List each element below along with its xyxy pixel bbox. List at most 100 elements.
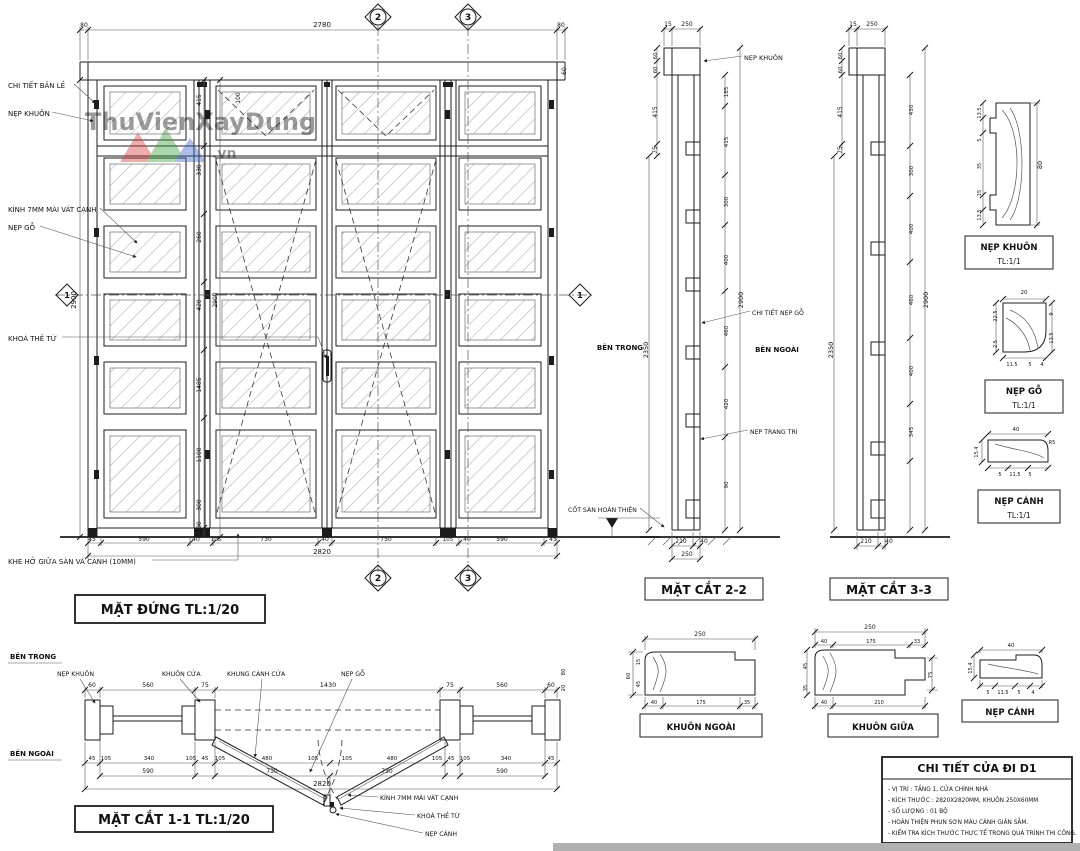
dim-label: 250 [681,21,693,28]
nep-canh-scale: TL:1/1 [1006,511,1031,520]
dim-label: 105 [215,756,226,762]
detail-khuon-ngoai: KHUÔN NGOÀI [628,635,763,738]
section11-title: MẶT CẮT 1-1 TL:1/20 [98,811,250,828]
nep-khuon-title: NẸP KHUÔN [980,241,1037,253]
section-bubble-1: 1 [577,291,583,300]
dim-label: 2900 [212,292,219,307]
dim-label: 2900 [737,292,745,309]
dim-label: 11.5 [997,690,1008,696]
elevation-title-box [74,594,266,624]
dim-label: 730 [260,536,272,543]
callout: KÍNH 7MM MÀI VÁT CẠNH [380,793,459,802]
callout: KHUÔN CỬA [162,669,201,678]
dim-label: 13.5 [1049,332,1055,343]
section-bubble-3: 3 [465,13,471,23]
callout: NẸP KHUÔN [8,109,50,118]
dim-label: 105 [342,756,353,762]
section-3-3: MẶT CẮT 3-3 [829,25,950,601]
dim-label: 105 [101,756,112,762]
dim-label: 75 [652,146,659,154]
callout: KHE HỞ GIỮA SÀN VÀ CÁNH (10MM) [8,556,136,566]
dim-label: 590 [142,768,154,775]
dim-label: 400 [724,254,730,265]
dim-label: 5 [986,690,989,696]
title-block-note: - KIỂM TRA KÍCH THƯỚC THỰC TẾ TRONG QUÁ … [888,829,1077,837]
section-bubble-2: 2 [375,13,381,23]
dim-label: 210 [675,538,687,545]
dim-label: 590 [496,536,508,543]
dim-label: 40 [463,536,471,543]
elevation-dim-ticks [76,26,569,560]
dim-label: 415 [837,106,844,118]
dim-label: 13.5 [977,209,983,220]
nep-canh-bottom-title-box [961,699,1059,723]
dim-label: 45 [636,681,642,687]
dim-label: 300 [724,196,730,207]
detail-nep-canh-bottom: NẸP CÁNH [961,646,1059,723]
dim-label: 40 [1013,427,1020,433]
nep-canh-bottom-title: NẸP CÁNH [985,706,1034,718]
section11-leaders [79,678,424,834]
dim-label: 1430 [320,681,337,689]
dim-label: 45 [448,756,455,762]
lock-detail-plan [323,794,337,814]
callout: CHI TIẾT BẢN LỀ [8,80,65,90]
dim-label: 40 [321,536,329,543]
dim-label: 105 [443,537,454,543]
nep-canh-title: NẸP CÁNH [994,495,1043,507]
dim-label: 590 [138,536,150,543]
dim-label: 60 [653,52,659,59]
section22-leaders [639,55,751,528]
door-handle [322,349,332,383]
dim-label: 460 [724,325,730,336]
dim-label: 2350 [827,342,835,359]
dim-label: 105 [308,756,319,762]
title-block-note: - SỐ LƯỢNG : 01 BỘ [888,807,948,815]
dim-label: 40 [651,700,657,706]
dim-label: 400 [909,223,915,234]
side-label: BÊN TRONG [10,652,56,661]
dim-label: 40 [821,639,827,645]
callout: KHUNG CÁNH CỬA [227,669,286,678]
dim-label: 45 [549,536,557,543]
dim-label: 4 [1031,690,1034,696]
dim-label: 2.5 [993,340,999,348]
detail-nep-canh: NẸP CÁNH TL:1/1 [977,430,1061,524]
dim-label: 250 [864,624,876,631]
nep-go-title: NẸP GỖ [1006,384,1042,397]
dim-label: 75 [446,682,454,689]
dim-label: 90 [724,481,730,488]
dim-label: 560 [496,682,508,689]
dim-label: 2900 [922,292,930,309]
section-2-2: MẶT CẮT 2-2 [598,25,780,601]
dim-label: 15 [636,659,642,665]
dim-label: 15 [849,21,857,28]
dim-label: 60 [547,682,555,689]
dim-label: 80 [1036,161,1044,169]
dim-label: 2820 [313,780,331,788]
dim-label: 5 [977,138,983,141]
dim-label: 11.5 [1009,472,1020,478]
dim-label: 2820 [313,548,331,556]
dim-label: 75 [837,146,844,154]
dim-label: 415 [724,136,730,147]
dim-label: 40 [192,536,200,543]
title-block-note: - KÍCH THƯỚC : 2820X2820MM, KHUÔN 250X60… [888,797,1038,804]
detail-khuon-giua: KHUÔN GIỮA [803,628,939,738]
swing-symbol-lines [215,89,437,517]
watermark-logo-triangle [120,132,156,162]
dim-label: 105 [432,756,443,762]
dim-label: 420 [196,299,203,311]
nep-go-scale: TL:1/1 [1011,401,1036,410]
nep-khuon-title-box [964,235,1054,270]
dim-label: 60 [838,52,844,59]
section-cut-lines [55,26,592,572]
watermark-text: ThuVienXayDung [85,108,316,136]
title-block-note: - VỊ TRÍ : TẦNG 1, CỬA CHÍNH NHÀ [888,785,988,793]
nep-go-title-box [984,379,1064,414]
section11-title-box [74,805,274,833]
dim-label: 5 [1028,472,1031,478]
khuon-giua-title: KHUÔN GIỮA [852,721,914,733]
nep-khuon-scale: TL:1/1 [996,257,1021,266]
